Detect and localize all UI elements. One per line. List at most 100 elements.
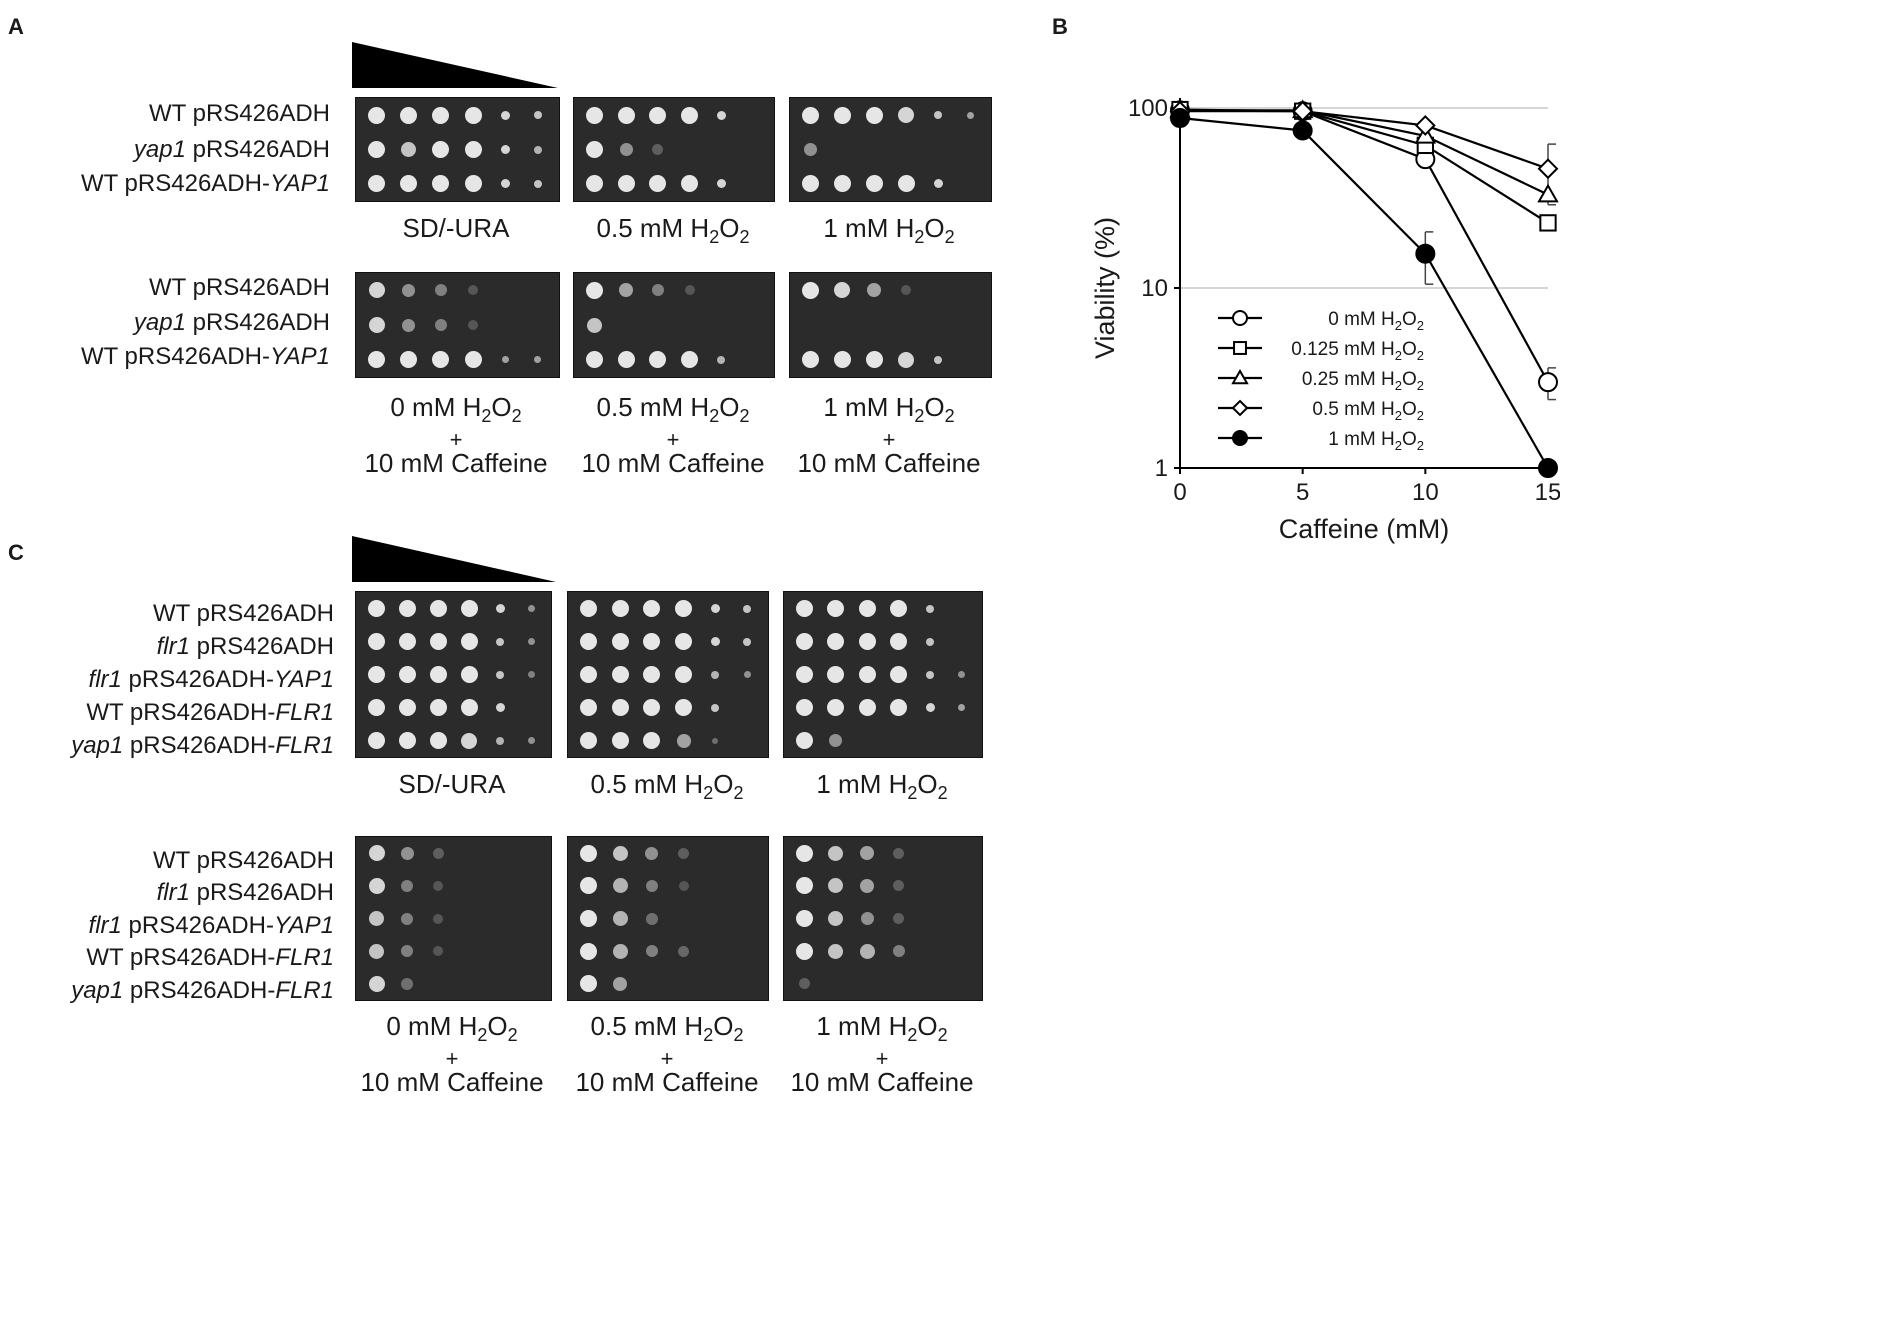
colony-spot — [368, 106, 385, 124]
colony-spot — [675, 600, 693, 617]
y-tick-label: 1 — [1155, 455, 1168, 482]
colony-spot — [533, 145, 542, 154]
colony-spot — [827, 633, 845, 650]
colony-spot — [617, 351, 635, 369]
colony-spot — [898, 107, 915, 124]
colony-spot — [643, 666, 661, 683]
condition-label: 1 mM H2O2 — [823, 213, 955, 248]
x-tick-label: 5 — [1296, 479, 1309, 506]
colony-spot — [586, 175, 603, 193]
colony-spot — [432, 106, 450, 124]
colony-spot — [829, 734, 843, 747]
agar-plate — [567, 591, 769, 758]
colony-spot — [893, 880, 905, 892]
colony-spot — [890, 666, 908, 683]
colony-spot — [368, 600, 385, 617]
colony-spot — [468, 320, 479, 330]
colony-spot — [401, 879, 414, 892]
strain-label: yap1 pRS426ADH — [133, 136, 330, 163]
colony-spot — [612, 911, 628, 926]
data-point — [1537, 183, 1559, 203]
colony-spot — [368, 699, 385, 716]
condition-label: 0.5 mM H2O2+10 mM Caffeine — [575, 1011, 759, 1098]
colony-spot — [804, 143, 817, 156]
colony-spot — [429, 633, 447, 650]
colony-spot — [833, 106, 851, 124]
colony-spot — [429, 666, 447, 683]
x-tick-label: 15 — [1535, 479, 1560, 506]
colony-spot — [710, 604, 720, 613]
colony-spot — [611, 732, 629, 749]
colony-spot — [712, 737, 719, 744]
colony-spot — [496, 637, 505, 646]
data-point — [1292, 100, 1314, 122]
colony-spot — [429, 699, 447, 716]
colony-spot — [828, 943, 844, 959]
colony-spot — [799, 978, 810, 990]
colony-spot — [401, 142, 417, 157]
condition-label: SD/-URA — [402, 213, 510, 243]
colony-spot — [368, 282, 385, 299]
colony-spot — [859, 943, 875, 959]
strain-label: WT pRS426ADH-YAP1 — [81, 343, 330, 370]
colony-spot — [369, 911, 384, 926]
series-line — [1179, 116, 1549, 469]
colony-spot — [613, 976, 628, 991]
colony-spot — [401, 977, 414, 990]
colony-spot — [643, 732, 661, 749]
colony-spot — [464, 175, 482, 193]
colony-spot — [860, 846, 875, 861]
colony-spot — [432, 175, 450, 193]
colony-spot — [617, 106, 635, 124]
colony-spot — [858, 600, 876, 617]
colony-spot — [398, 666, 416, 683]
legend-marker — [1231, 399, 1249, 417]
colony-spot — [368, 732, 385, 749]
colony-spot — [495, 703, 505, 712]
data-point — [1537, 158, 1559, 180]
colony-spot — [527, 671, 535, 678]
agar-plate — [355, 272, 560, 378]
colony-spot — [460, 699, 478, 716]
colony-spot — [586, 281, 603, 299]
colony-spot — [833, 351, 851, 369]
agar-plate — [783, 836, 983, 1001]
colony-spot — [649, 351, 667, 369]
agar-plate — [573, 97, 775, 202]
condition-label: 0 mM H2O2+10 mM Caffeine — [364, 392, 548, 479]
legend-marker — [1233, 341, 1247, 355]
colony-spot — [796, 877, 813, 895]
colony-spot — [368, 317, 385, 333]
colony-spot — [368, 877, 385, 894]
colony-spot — [802, 281, 819, 299]
colony-spot — [897, 175, 915, 193]
colony-spot — [611, 666, 629, 683]
agar-plate — [789, 97, 992, 202]
colony-spot — [828, 911, 844, 926]
condition-label: 0.5 mM H2O2 — [590, 769, 744, 804]
colony-spot — [460, 600, 478, 617]
colony-spot — [468, 285, 479, 296]
colony-spot — [643, 699, 661, 716]
colony-spot — [534, 356, 542, 364]
colony-spot — [890, 600, 908, 617]
dilution-wedge-a — [352, 42, 558, 88]
colony-spot — [369, 943, 384, 959]
colony-spot — [890, 699, 908, 716]
colony-spot — [893, 913, 905, 924]
colony-spot — [796, 699, 813, 716]
legend-label: 0.125 mM H2O2 — [1291, 339, 1424, 363]
colony-spot — [958, 671, 966, 678]
colony-spot — [400, 175, 418, 193]
colony-spot — [675, 699, 693, 716]
colony-spot — [649, 175, 667, 193]
colony-spot — [368, 141, 385, 158]
colony-spot — [675, 666, 693, 683]
colony-spot — [743, 604, 752, 613]
colony-spot — [796, 600, 813, 617]
colony-spot — [717, 355, 726, 364]
colony-spot — [796, 910, 813, 927]
colony-spot — [400, 106, 418, 124]
colony-spot — [681, 175, 699, 193]
condition-label: SD/-URA — [398, 769, 506, 799]
